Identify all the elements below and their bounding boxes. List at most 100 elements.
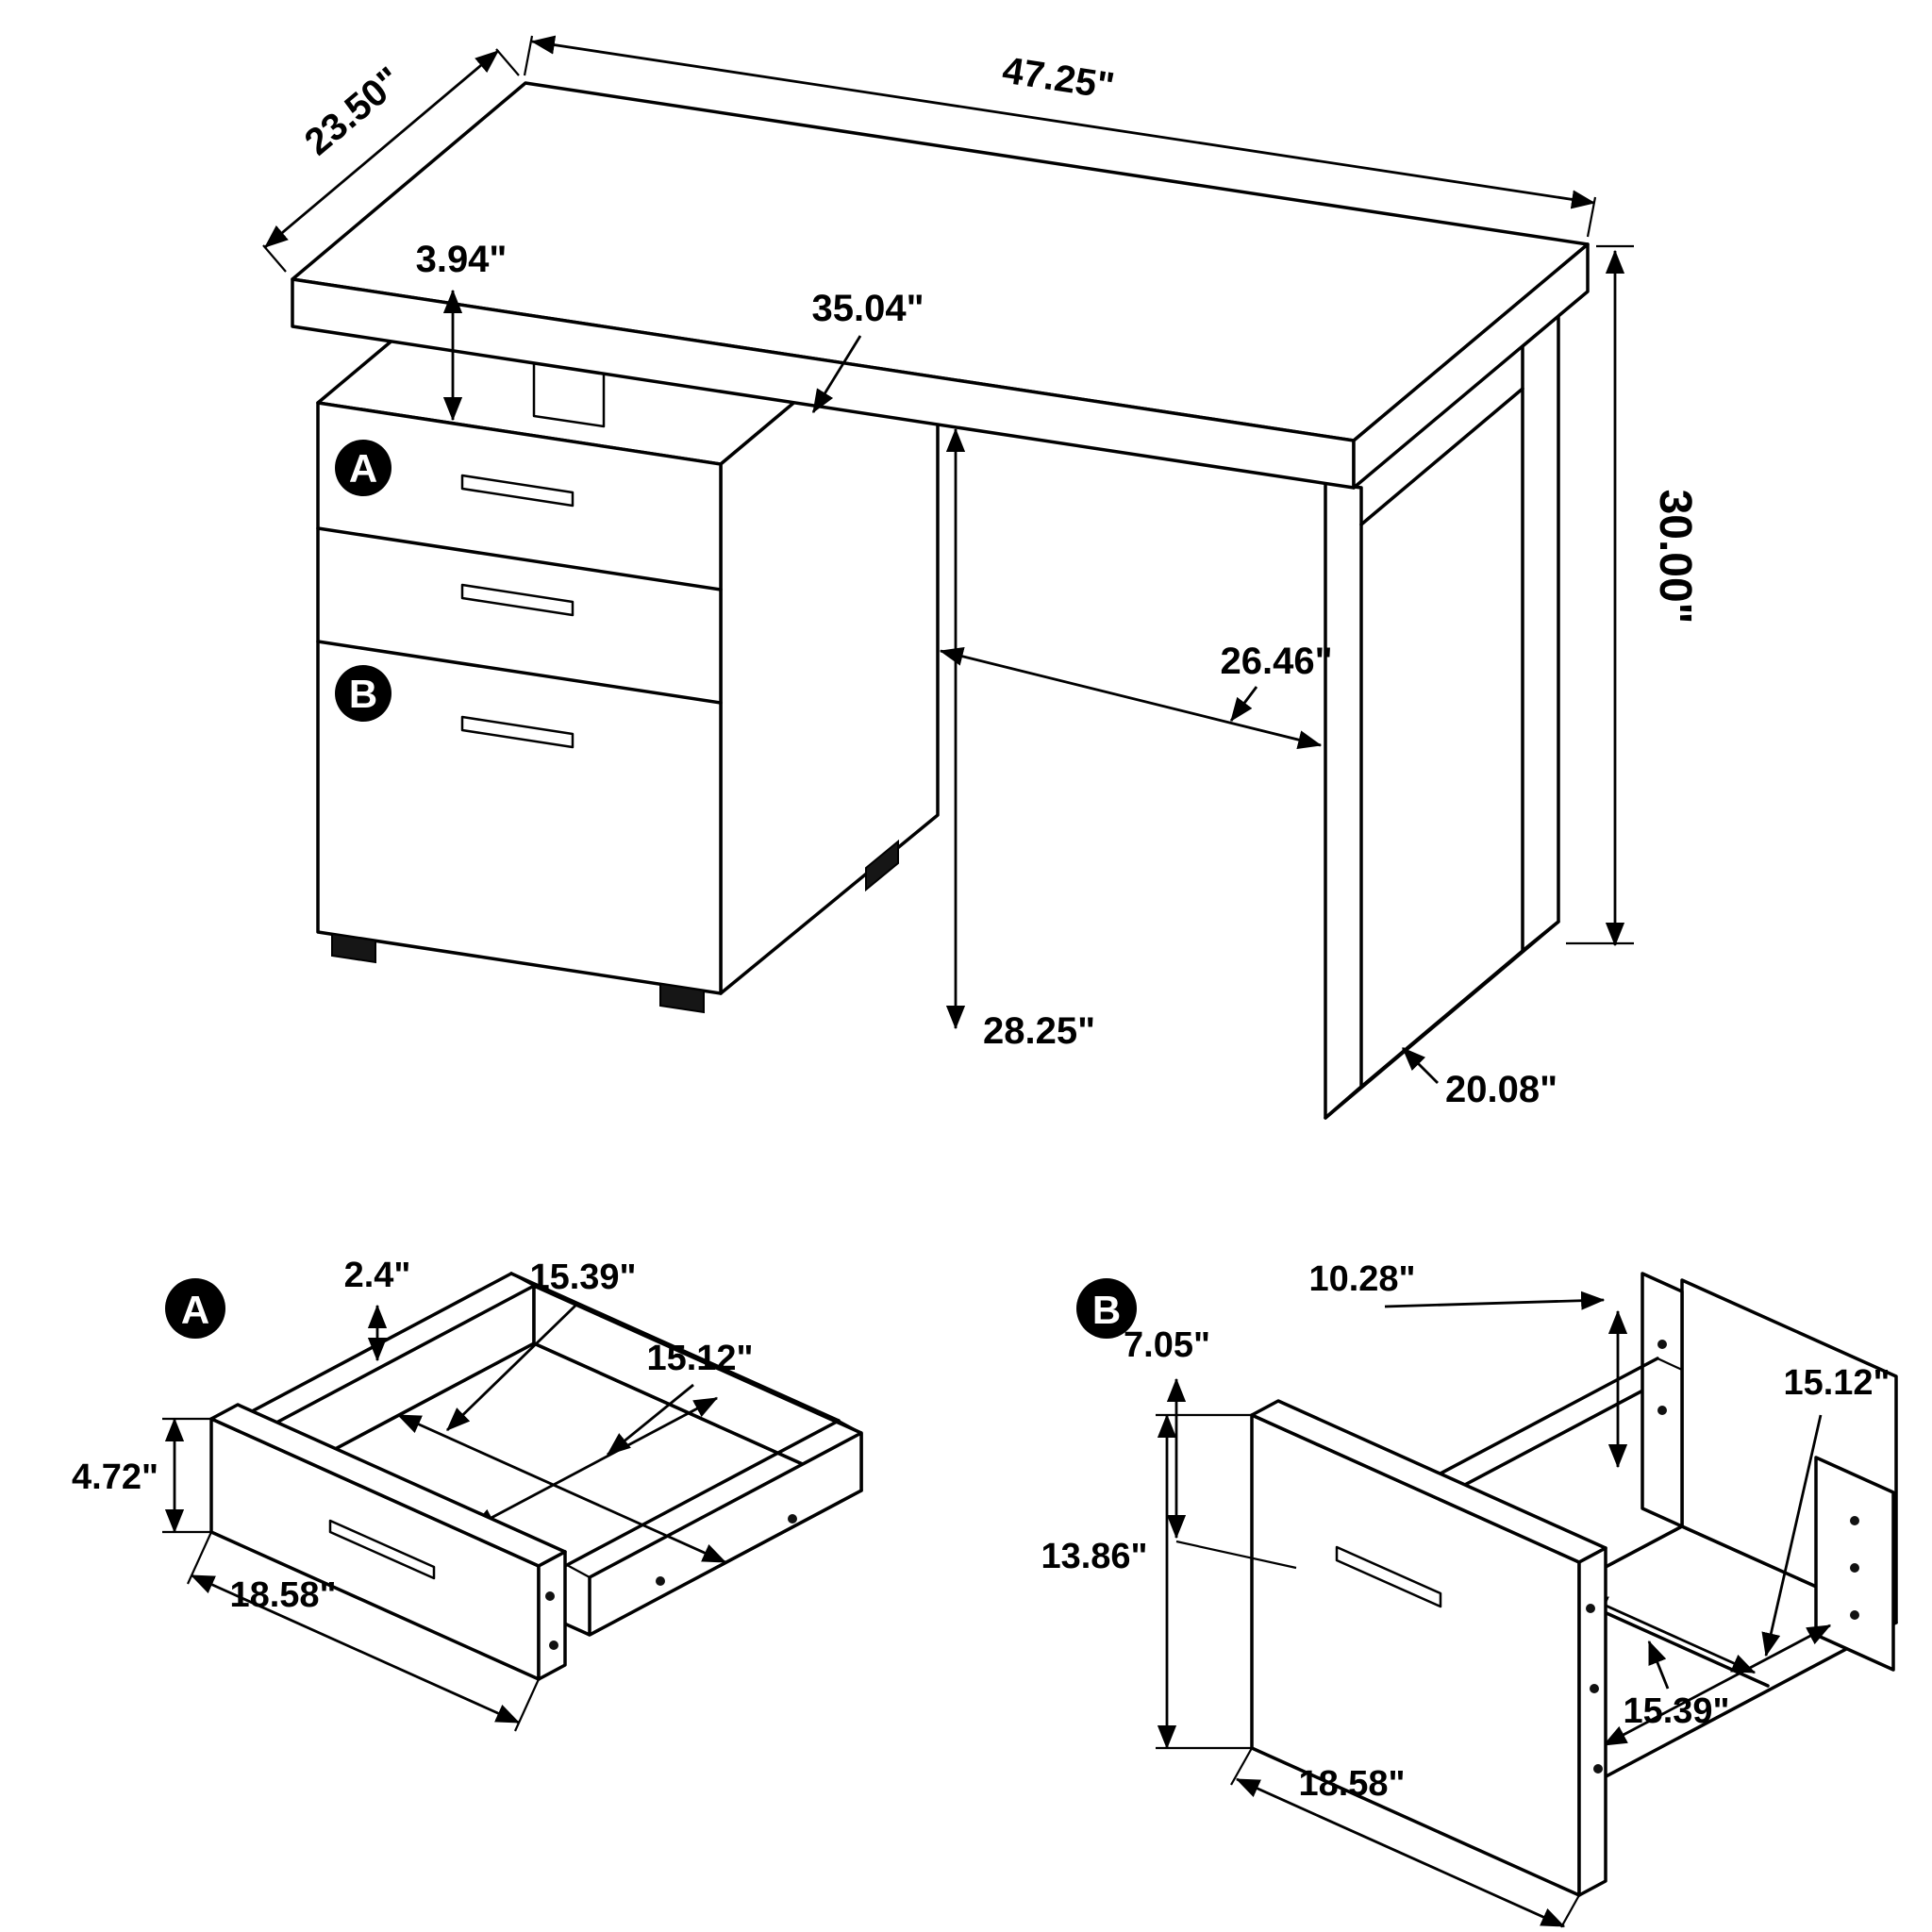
dim-underside-span: 35.04"	[811, 288, 924, 414]
leg-front-bar	[1324, 481, 1363, 1120]
dim-interior-depth: 15.12"	[1761, 1363, 1890, 1657]
screw-dot	[1590, 1684, 1599, 1693]
screw-dot	[1657, 1406, 1667, 1415]
dim-interior-depth: 15.12"	[607, 1339, 754, 1457]
dim-interior-width: 15.39"	[446, 1257, 637, 1432]
screw-dot	[549, 1641, 558, 1650]
extension-tick	[1560, 1894, 1580, 1928]
dim-label: 2.4"	[344, 1256, 411, 1295]
dim-front-width: 18.58"	[1230, 1747, 1580, 1928]
drawer-b-front-panel-end	[1577, 1546, 1607, 1897]
drawer-b-dimensions: 10.28" 7.05" 15.12" 13.86" 15.39"	[1041, 1259, 1890, 1928]
dim-label: 20.08"	[1445, 1069, 1557, 1110]
dim-label: 15.12"	[1783, 1363, 1890, 1403]
dim-back-height: 10.28"	[1308, 1259, 1628, 1469]
dim-knee-width: 26.46"	[939, 641, 1333, 750]
marker-b-label: B	[349, 672, 377, 716]
leg-bottom-bar	[1324, 920, 1560, 1120]
dim-label: 30.00"	[1650, 490, 1700, 625]
dim-line	[190, 1574, 521, 1724]
interior-depth-arrow	[1602, 1624, 1832, 1747]
cabinet-front-face	[316, 401, 723, 995]
marker-a-circle	[165, 1278, 225, 1339]
drawer-a-front-panel-end	[537, 1550, 567, 1681]
foot-pad	[865, 839, 899, 892]
dim-front-height: 4.72"	[72, 1417, 211, 1534]
dim-label: 15.12"	[646, 1339, 753, 1378]
marker-b-badge: B	[1076, 1278, 1137, 1339]
dim-label: 7.05"	[1124, 1325, 1210, 1365]
drawer-handle	[460, 583, 575, 617]
drawer-handle	[1335, 1545, 1442, 1608]
dim-interior-width: 15.39"	[1623, 1640, 1730, 1731]
screw-dot	[545, 1591, 555, 1601]
dim-front-width: 18.58"	[186, 1531, 541, 1732]
leader-line	[1384, 1291, 1606, 1310]
wall-outer-edge	[509, 1272, 841, 1423]
screw-dot	[656, 1576, 665, 1586]
drawer-handle	[460, 474, 575, 508]
dim-front-height: 13.86"	[1041, 1413, 1252, 1750]
wall-edge-connector	[510, 1273, 535, 1287]
extension-tick	[495, 48, 520, 76]
marker-a-label: A	[349, 446, 377, 491]
drawer-handle	[460, 715, 575, 749]
dim-label: 13.86"	[1041, 1537, 1147, 1576]
cabinet-front-details: A B	[316, 440, 723, 749]
extension-tick	[1230, 1747, 1253, 1786]
interior-depth-arrow	[470, 1396, 719, 1530]
leader-line	[1402, 1047, 1439, 1084]
screw-dot	[1586, 1604, 1595, 1613]
dim-line	[1235, 1777, 1566, 1928]
leader-line	[607, 1383, 694, 1457]
drawer-divider-line	[316, 526, 723, 591]
drawer-a-dimensions: 2.4" 15.39" 15.12" 4.72" 18.58"	[72, 1256, 754, 1732]
leader-line	[446, 1304, 576, 1432]
marker-b-label: B	[1092, 1288, 1121, 1332]
marker-a-circle	[335, 440, 391, 496]
leg-top-bar-edge	[1359, 387, 1524, 526]
extension-tick	[1175, 1540, 1297, 1570]
marker-b-badge: B	[335, 665, 391, 722]
screw-dot	[1850, 1516, 1859, 1525]
leader-line	[1647, 1640, 1670, 1690]
desk-view: A B 47.25" 23.50" 3.94"	[262, 35, 1700, 1120]
leg-back-bar	[1521, 314, 1560, 953]
leader-line	[1229, 686, 1258, 723]
extension-tick	[513, 1678, 541, 1732]
dim-line	[939, 646, 1323, 750]
dim-label: 35.04"	[811, 288, 924, 329]
dim-label: 15.39"	[1623, 1691, 1729, 1731]
desk-top-right-edge	[1352, 242, 1590, 490]
drawer-b-view: B 10.28" 7.05"	[1041, 1259, 1898, 1928]
dim-line	[264, 49, 499, 249]
extension-tick	[523, 35, 534, 76]
drawer-b-back-wall-end	[1641, 1272, 1684, 1528]
marker-a-label: A	[181, 1288, 209, 1332]
leg-frame	[1324, 314, 1560, 1120]
screw-dot	[1850, 1610, 1859, 1620]
drawer-divider-line	[316, 640, 723, 705]
extension-tick	[186, 1531, 213, 1585]
dim-label: 26.46"	[1220, 641, 1332, 682]
marker-b-circle	[1076, 1278, 1137, 1339]
dim-label: 28.25"	[983, 1010, 1095, 1052]
screw-dot	[1850, 1563, 1859, 1573]
dim-gap: 3.94"	[416, 239, 508, 422]
marker-a-badge: A	[335, 440, 391, 496]
dim-label: 3.94"	[416, 239, 508, 280]
dim-leg-depth: 20.08"	[1402, 1047, 1557, 1110]
dim-label: 18.58"	[1298, 1764, 1405, 1804]
dim-line	[530, 35, 1596, 209]
dim-label: 15.39"	[529, 1257, 636, 1297]
dim-label: 4.72"	[72, 1457, 158, 1497]
dim-wall-height: 2.4"	[344, 1256, 411, 1362]
foot-pad	[659, 982, 705, 1014]
dim-knee-height: 28.25"	[945, 427, 1095, 1052]
wall-edge-connector	[838, 1420, 862, 1434]
marker-a-badge: A	[165, 1278, 225, 1339]
dim-overall-height: 30.00"	[1566, 244, 1700, 947]
foot-pad	[331, 932, 376, 964]
